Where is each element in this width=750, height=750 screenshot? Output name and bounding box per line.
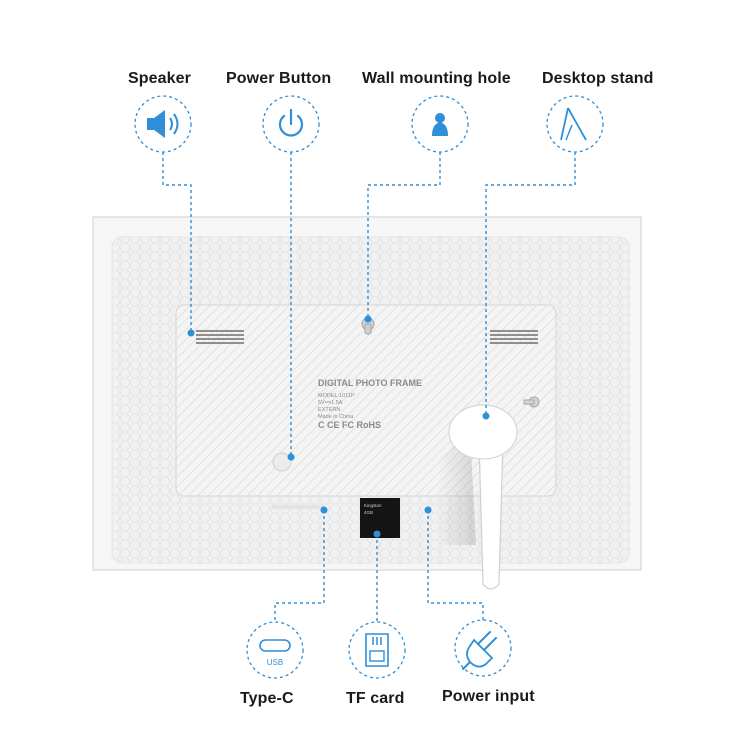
label-power-input: Power input <box>442 688 535 705</box>
desktop-stand <box>438 404 518 590</box>
anchor-dot-wall-hole <box>364 315 372 323</box>
usb-port-slot <box>272 505 324 509</box>
label-desktop-stand: Desktop stand <box>542 70 654 87</box>
label-tf-card: TF card <box>346 690 405 707</box>
device-label-input: 5V==1.5A <box>318 400 343 406</box>
anchor-dot-desktop-stand <box>482 412 490 420</box>
keyhole-icon <box>411 95 469 153</box>
stand-icon <box>546 95 604 153</box>
speaker-grille-right <box>490 330 538 344</box>
speaker-icon <box>134 95 192 153</box>
leader-line-wall-hole <box>367 152 441 318</box>
device-label-marks: C CE FC RoHS <box>318 420 381 430</box>
keyhole-slot <box>361 317 375 335</box>
label-speaker: Speaker <box>128 70 191 87</box>
keyhole-slot-side <box>523 396 540 408</box>
leader-line-speaker <box>162 152 192 332</box>
device-label-origin: Made in China <box>318 414 354 420</box>
device-label-title: DIGITAL PHOTO FRAME <box>318 378 422 388</box>
svg-text:4GB: 4GB <box>364 510 373 515</box>
usb-text: USB <box>267 658 283 667</box>
anchor-dot-power-input <box>424 506 432 514</box>
photo-frame-back: DIGITAL PHOTO FRAME MODEL:1011P 5V==1.5A… <box>92 216 642 590</box>
sd-card-icon <box>348 621 406 679</box>
speaker-grille-left <box>196 330 244 344</box>
anchor-dot-tf-card <box>373 530 381 538</box>
anchor-dot-speaker <box>187 329 195 337</box>
power-button-on-frame <box>272 452 292 472</box>
tf-card: Kingston 4GB <box>360 498 400 538</box>
svg-text:Kingston: Kingston <box>364 503 382 508</box>
usb-c-icon: USB <box>246 621 304 679</box>
label-wall-mounting-hole: Wall mounting hole <box>362 70 511 87</box>
anchor-dots <box>187 315 490 538</box>
leader-line-type-c <box>274 510 325 622</box>
device-label: DIGITAL PHOTO FRAME MODEL:1011P 5V==1.5A… <box>318 378 422 430</box>
label-type-c: Type-C <box>240 690 294 707</box>
leader-lines <box>162 152 576 622</box>
plug-icon <box>454 619 512 677</box>
anchor-dot-power-button <box>287 453 295 461</box>
device-label-model: MODEL:1011P <box>318 393 355 399</box>
leader-line-power-input <box>427 510 484 620</box>
anchor-dot-type-c <box>320 506 328 514</box>
device-label-extern: EXTERN <box>318 407 340 413</box>
label-power-button: Power Button <box>226 70 332 87</box>
power-icon <box>262 95 320 153</box>
